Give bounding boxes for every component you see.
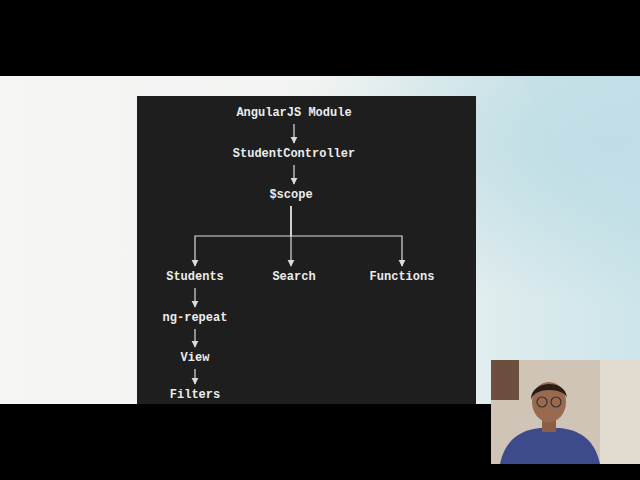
glasses: [551, 397, 561, 407]
flow-step: StudentController: [233, 147, 355, 161]
step-label: Functions: [370, 270, 435, 284]
person-hair: [531, 384, 567, 400]
slide-swirl: [520, 76, 640, 230]
flow-step: Filters: [170, 388, 220, 402]
flow-arrow: [194, 369, 195, 384]
flow-step: Students: [166, 270, 224, 284]
step-label: StudentController: [233, 147, 355, 161]
flow-step: Functions: [370, 270, 435, 284]
flow-step: ng-repeat: [163, 311, 228, 325]
slide-glow: [0, 76, 640, 404]
flow-arrow: [195, 206, 291, 266]
step-label: Students: [166, 270, 224, 284]
person-shirt: [500, 428, 600, 464]
wall-picture: [491, 360, 519, 400]
step-label: View: [181, 351, 210, 365]
webcam-frame: [491, 360, 640, 464]
flow-arrow: [194, 288, 195, 307]
step-label: Filters: [170, 388, 220, 402]
flow-arrow: [291, 206, 402, 266]
flow-arrow: [194, 329, 195, 347]
flow-step: $scope: [269, 188, 312, 202]
step-label: Search: [272, 270, 315, 284]
flow-step: AngularJS Module: [236, 106, 351, 120]
flow-arrow: [293, 124, 294, 143]
flow-step: Search: [272, 270, 315, 284]
slide: [0, 76, 640, 404]
flow-step: View: [181, 351, 210, 365]
step-label: ng-repeat: [163, 311, 228, 325]
wall: [600, 360, 640, 464]
glasses: [537, 397, 547, 407]
step-label: $scope: [269, 188, 312, 202]
step-label: AngularJS Module: [236, 106, 351, 120]
code-panel: AngularJS ModuleStudentController $scopeS…: [137, 96, 476, 404]
flow-arrow: [293, 165, 294, 184]
